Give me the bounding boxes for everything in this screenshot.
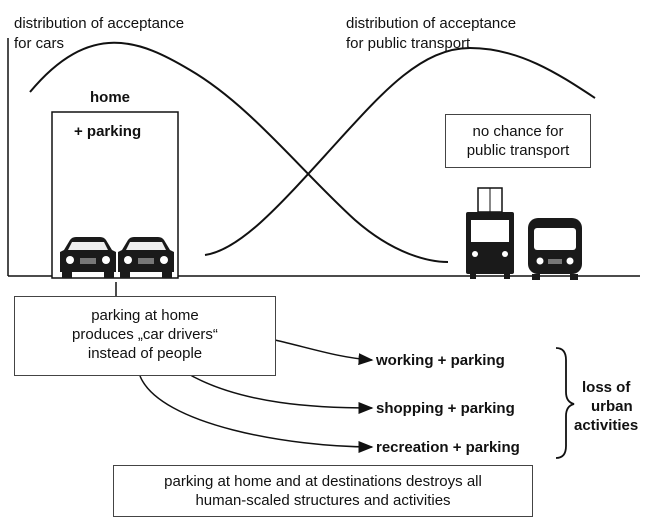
grouping-brace bbox=[555, 347, 575, 459]
cars-acceptance-curve bbox=[29, 41, 449, 263]
conclusion-line1: parking at home and at destinations dest… bbox=[164, 473, 482, 490]
transport-acceptance-label-line1: distribution of acceptance bbox=[346, 15, 517, 32]
parking-at-home-line2: produces „car drivers“ bbox=[72, 326, 218, 343]
transport-acceptance-curve bbox=[204, 46, 596, 256]
parking-at-home-box: parking at home produces „car drivers“ i… bbox=[14, 296, 276, 376]
cars-acceptance-label-line2: for cars bbox=[14, 35, 65, 52]
loss-label-line2: urban bbox=[591, 398, 633, 415]
bus-icon bbox=[528, 218, 582, 280]
parking-at-home-line1: parking at home bbox=[91, 307, 199, 324]
arrow-to-working bbox=[274, 339, 374, 366]
destination-working: working + parking bbox=[376, 352, 505, 369]
arrow-to-shopping bbox=[184, 371, 374, 414]
loss-label-line1: loss of bbox=[582, 379, 631, 396]
loss-label-line3: activities bbox=[574, 417, 639, 434]
conclusion-box: parking at home and at destinations dest… bbox=[113, 465, 533, 517]
cars-acceptance-label-line1: distribution of acceptance bbox=[14, 15, 185, 32]
home-parking-label: + parking bbox=[74, 123, 142, 140]
destination-shopping: shopping + parking bbox=[376, 400, 515, 417]
arrow-to-recreation bbox=[139, 375, 374, 453]
car-icon bbox=[118, 237, 174, 278]
no-chance-box: no chance for public transport bbox=[445, 114, 591, 168]
no-chance-line1: no chance for bbox=[472, 123, 564, 140]
transport-acceptance-label-line2: for public transport bbox=[346, 35, 471, 52]
tram-icon bbox=[466, 187, 514, 279]
car-icon bbox=[60, 237, 116, 278]
home-title: home bbox=[90, 89, 131, 106]
conclusion-line2: human-scaled structures and activities bbox=[195, 492, 451, 509]
destination-recreation: recreation + parking bbox=[376, 439, 520, 456]
no-chance-line2: public transport bbox=[466, 142, 570, 159]
parking-at-home-line3: instead of people bbox=[87, 345, 203, 362]
